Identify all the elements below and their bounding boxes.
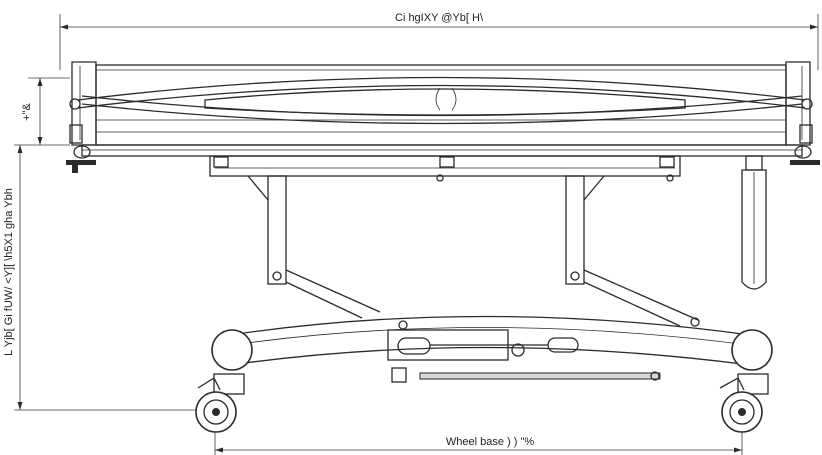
side-height-dimension: +"& <box>21 77 70 146</box>
overall-length-dimension: Ci hgIXY @Yb[ H\ <box>59 12 819 70</box>
side-rail <box>77 76 806 125</box>
under-frame <box>209 155 681 182</box>
actuator-assembly <box>387 329 661 383</box>
wheel-base-label: Wheel base ) ) "% <box>446 436 534 448</box>
side-height-label: +"& <box>21 103 33 121</box>
left-castor <box>195 377 237 433</box>
wheel-base-dimension: Wheel base ) ) "% <box>214 420 743 455</box>
lift-mechanism <box>247 175 699 327</box>
left-base-end <box>211 329 253 395</box>
support-pole <box>741 155 767 290</box>
overall-length-label: Ci hgIXY @Yb[ H\ <box>395 12 484 24</box>
height-range-label: L Yjb[ Gi fUW/ <Y][ \h5X1 gha Ybh <box>3 188 15 356</box>
base-beam <box>229 315 751 366</box>
right-base-end <box>731 329 773 395</box>
foot-end-panel <box>785 61 820 165</box>
height-range-dimension: L Yjb[ Gi fUW/ <Y][ \h5X1 gha Ybh <box>3 144 200 411</box>
bed-platform <box>81 64 803 157</box>
head-end-panel <box>66 61 97 173</box>
right-castor <box>719 377 763 433</box>
